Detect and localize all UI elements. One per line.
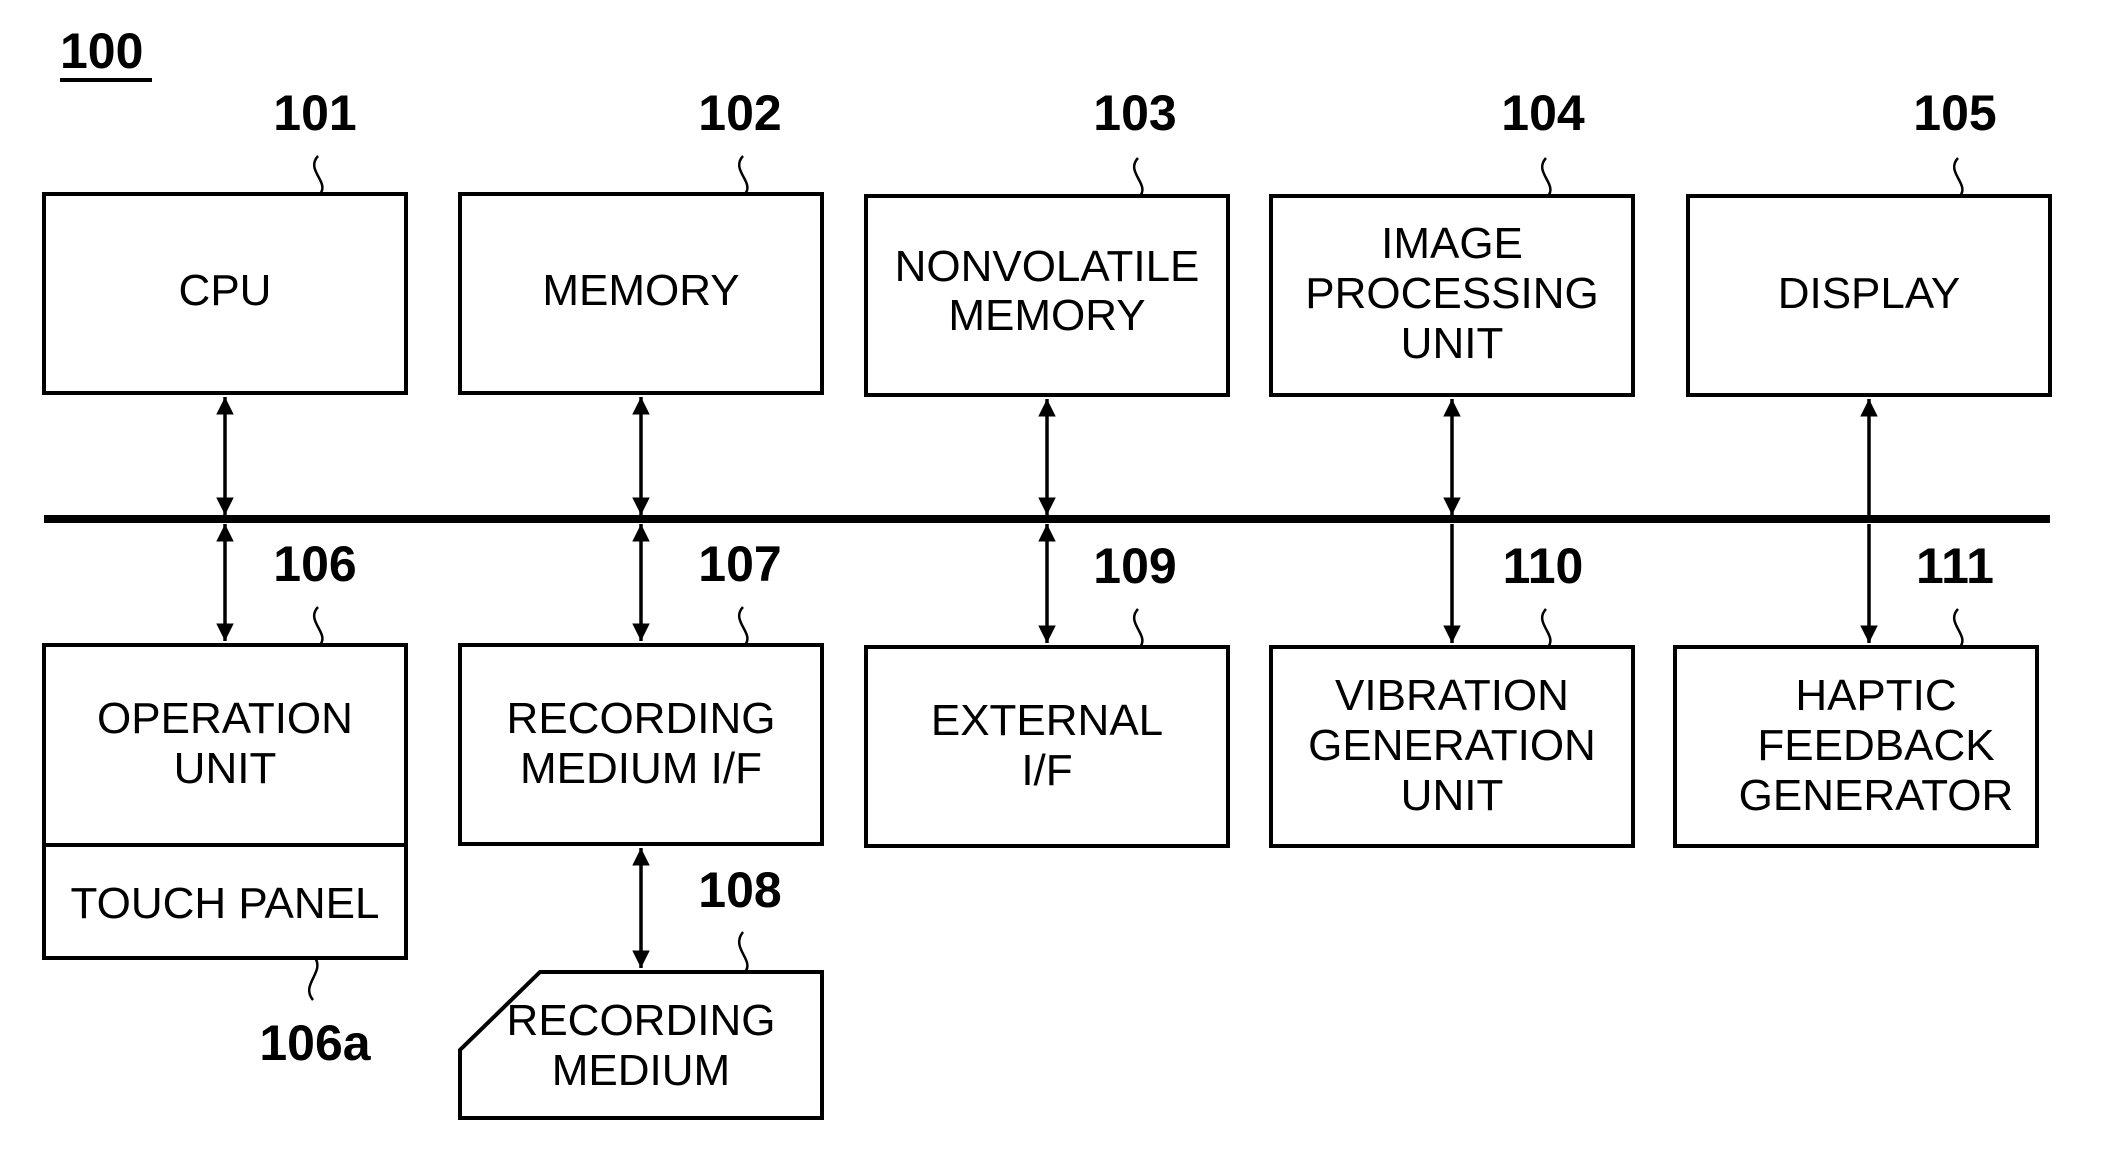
operation-unit-number: 106 — [273, 536, 356, 592]
operation-unit-leader — [314, 607, 322, 645]
recording-medium-leader — [739, 932, 747, 972]
recording-medium-if-number: 107 — [698, 536, 781, 592]
cpu-number: 101 — [273, 85, 356, 141]
recording-medium-if-label-1: RECORDING — [507, 694, 776, 743]
nonvolatile-memory-label-2: MEMORY — [948, 291, 1145, 340]
nonvolatile-memory-block: NONVOLATILE MEMORY 103 — [866, 85, 1228, 395]
display-block: DISPLAY 105 — [1688, 85, 2050, 395]
image-processing-unit-block: IMAGE PROCESSING UNIT 104 — [1271, 85, 1633, 395]
cpu-leader — [314, 156, 322, 194]
recording-medium-box — [460, 972, 822, 1118]
vibration-generation-unit-leader — [1542, 609, 1550, 647]
memory-block: MEMORY 102 — [460, 85, 822, 393]
vibration-generation-unit-label-2: GENERATION — [1308, 721, 1596, 770]
haptic-feedback-generator-label-2: FEEDBACK — [1757, 721, 1994, 770]
display-number: 105 — [1913, 85, 1996, 141]
image-processing-unit-number: 104 — [1501, 85, 1585, 141]
memory-label: MEMORY — [542, 266, 739, 315]
external-if-label-2: I/F — [1021, 746, 1072, 795]
nonvolatile-memory-number: 103 — [1093, 85, 1176, 141]
memory-leader — [739, 156, 747, 194]
haptic-feedback-generator-leader — [1954, 609, 1962, 647]
figure-ref: 100 — [60, 23, 143, 79]
nonvolatile-memory-label-1: NONVOLATILE — [895, 242, 1200, 291]
touch-panel-label: TOUCH PANEL — [71, 879, 380, 928]
image-processing-unit-label-2: PROCESSING — [1305, 269, 1598, 318]
touch-panel-leader — [309, 958, 317, 1000]
haptic-feedback-generator-label-3: GENERATOR — [1739, 771, 2014, 820]
haptic-feedback-generator-number: 111 — [1916, 538, 1994, 594]
image-processing-unit-label-1: IMAGE — [1381, 219, 1523, 268]
haptic-feedback-generator-block: HAPTIC FEEDBACK GENERATOR 111 — [1675, 538, 2037, 846]
vibration-generation-unit-label-3: UNIT — [1401, 771, 1504, 820]
recording-medium-if-leader — [739, 607, 747, 645]
recording-medium-number: 108 — [698, 862, 781, 918]
external-if-number: 109 — [1093, 538, 1176, 594]
external-if-label-1: EXTERNAL — [931, 696, 1163, 745]
haptic-feedback-generator-label-1: HAPTIC — [1795, 671, 1956, 720]
external-if-leader — [1134, 609, 1142, 647]
touch-panel-number: 106a — [259, 1015, 371, 1071]
image-processing-unit-leader — [1542, 158, 1550, 196]
recording-medium-label-2: MEDIUM — [552, 1046, 730, 1095]
memory-number: 102 — [698, 85, 781, 141]
display-label: DISPLAY — [1778, 269, 1961, 318]
vibration-generation-unit-label-1: VIBRATION — [1335, 671, 1569, 720]
cpu-block: CPU 101 — [44, 85, 406, 393]
operation-unit-label-2: UNIT — [174, 744, 277, 793]
cpu-label: CPU — [179, 266, 272, 315]
image-processing-unit-label-3: UNIT — [1401, 319, 1504, 368]
display-leader — [1954, 158, 1962, 196]
recording-medium-label-1: RECORDING — [507, 996, 776, 1045]
vibration-generation-unit-number: 110 — [1503, 538, 1584, 594]
operation-unit-label-1: OPERATION — [97, 694, 353, 743]
recording-medium-if-label-2: MEDIUM I/F — [520, 744, 762, 793]
nonvolatile-memory-leader — [1134, 158, 1142, 196]
